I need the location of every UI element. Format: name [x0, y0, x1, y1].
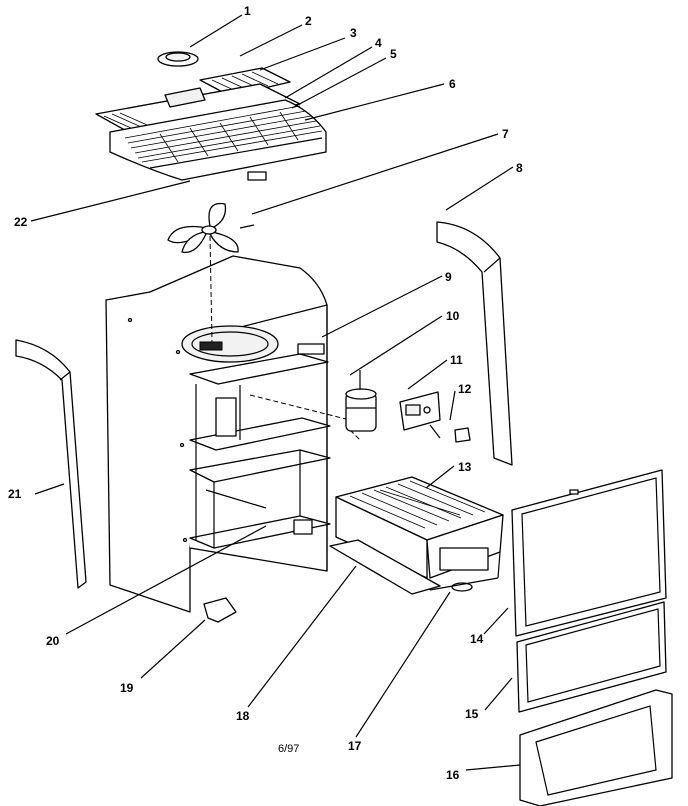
- part-12-knob: [454, 427, 471, 443]
- label-9: 9: [445, 270, 452, 284]
- label-19: 19: [120, 681, 134, 695]
- label-18: 18: [236, 709, 250, 723]
- label-13: 13: [458, 460, 472, 474]
- label-5: 5: [390, 47, 397, 61]
- label-7: 7: [502, 127, 509, 141]
- main-cabinet: [105, 255, 331, 613]
- part-labels: 1 2 3 4 5 6 7 8 9 10 11 12 13 14 15 16 1…: [8, 4, 523, 782]
- label-8: 8: [516, 161, 523, 175]
- part-18-drip-pan: [329, 539, 441, 595]
- label-17: 17: [348, 739, 362, 753]
- label-12: 12: [458, 382, 472, 396]
- label-14: 14: [470, 632, 484, 646]
- part-14-front-panel-upper: [511, 469, 667, 637]
- part-1-cap: [157, 51, 199, 67]
- label-6: 6: [449, 77, 456, 91]
- assembly-guide-lines: [209, 235, 361, 441]
- label-3: 3: [350, 26, 357, 40]
- part-6-grille-cover: [109, 99, 327, 181]
- part-19-foot: [203, 597, 237, 623]
- label-10: 10: [446, 309, 460, 323]
- label-4: 4: [375, 36, 382, 50]
- part-21-left-side-panel: [15, 339, 87, 589]
- part-7-fan-blade: [167, 202, 255, 254]
- date-code: 6/97: [278, 743, 299, 755]
- part-15-front-panel-lower: [516, 601, 667, 713]
- label-2: 2: [305, 14, 312, 28]
- part-16-base: [519, 689, 673, 806]
- part-13-filter-drawer: [335, 476, 504, 592]
- label-21: 21: [8, 487, 22, 501]
- label-22: 22: [14, 215, 28, 229]
- label-15: 15: [465, 707, 479, 721]
- part-11-switch-bracket: [399, 391, 441, 439]
- label-20: 20: [46, 634, 60, 648]
- label-16: 16: [446, 768, 460, 782]
- label-1: 1: [244, 4, 251, 18]
- label-11: 11: [450, 353, 463, 367]
- part-4-top-panel: [95, 83, 301, 135]
- leader-lines: [30, 14, 521, 771]
- part-8-right-side-panel: [436, 221, 513, 466]
- part-10-motor: [345, 370, 377, 432]
